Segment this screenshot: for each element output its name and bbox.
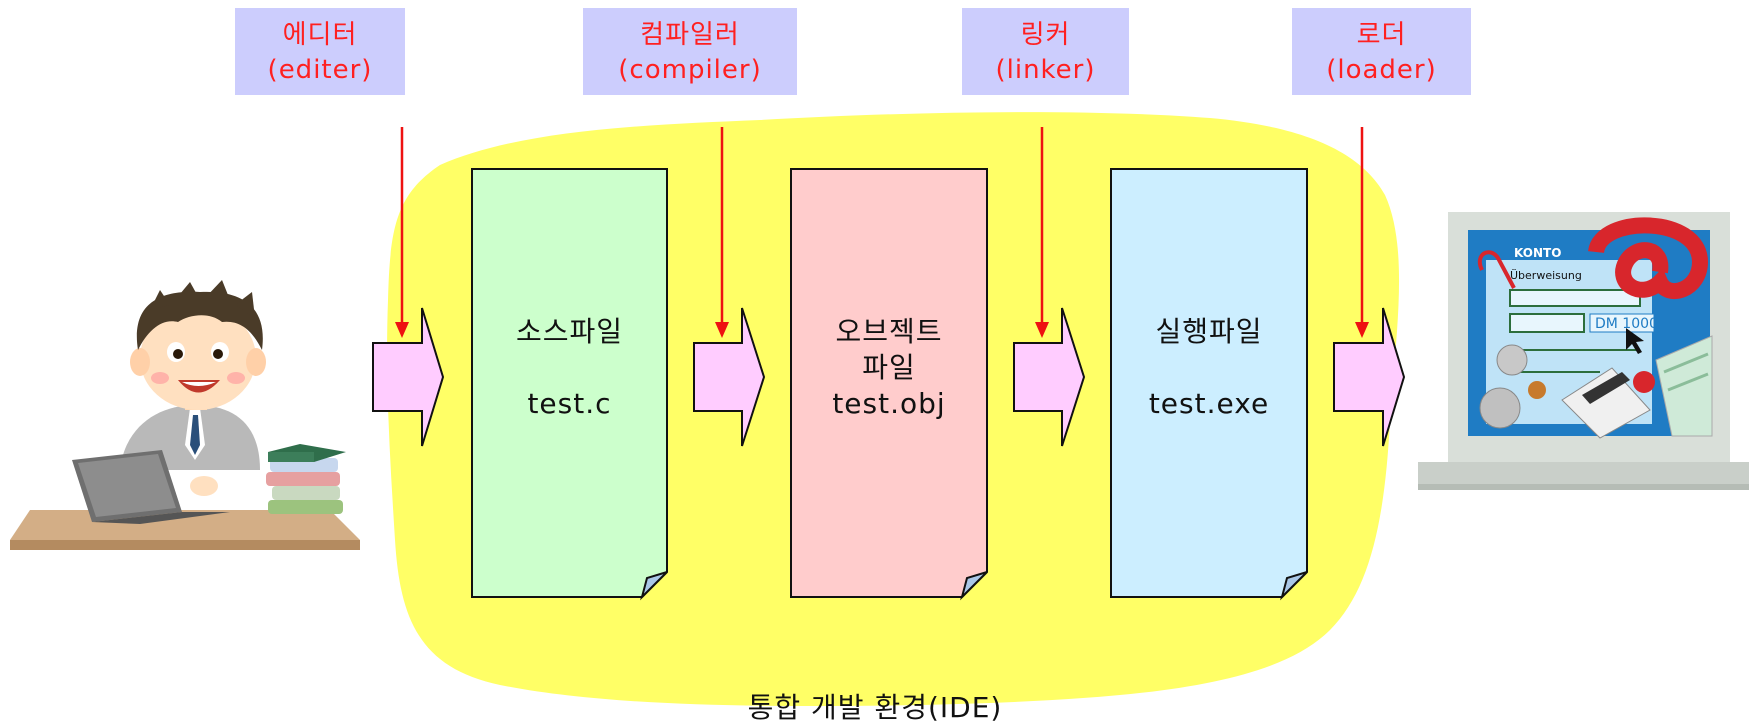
programmer-illustration <box>10 280 360 550</box>
tool-label-editor: 에디터 (editer) <box>235 8 405 95</box>
tool-label-compiler-en: (compiler) <box>618 55 762 85</box>
source-file-subtitle <box>472 350 667 386</box>
tool-label-linker-ko: 링커 <box>1020 20 1071 50</box>
compiler-pointer-arrow <box>715 127 729 338</box>
credit-card-icon <box>1561 367 1651 439</box>
executable-file-title: 실행파일 <box>1155 315 1263 348</box>
computer-illustration: KONTO Überweisung DM 1000 <box>1418 212 1749 490</box>
amount-text: DM 1000 <box>1595 316 1658 332</box>
pushpin-icon <box>1633 371 1655 393</box>
process-arrow-2 <box>693 307 766 447</box>
tool-label-loader-en: (loader) <box>1326 55 1437 85</box>
object-file-label: 오브젝트 파일 test.obj <box>791 314 987 422</box>
linker-pointer-arrow <box>1035 127 1049 338</box>
executable-file-label: 실행파일 test.exe <box>1111 314 1307 422</box>
at-sign-icon <box>1588 217 1709 299</box>
book-stack <box>266 444 346 514</box>
process-arrow-1 <box>372 307 445 447</box>
executable-file-name: test.exe <box>1148 387 1270 420</box>
tool-label-linker-en: (linker) <box>995 55 1096 85</box>
tool-label-editor-en: (editer) <box>267 55 373 85</box>
source-file-name: test.c <box>527 387 612 420</box>
mouse-cursor-icon <box>1626 328 1644 354</box>
object-file-subtitle: 파일 <box>862 351 916 384</box>
editor-pointer-arrow <box>395 127 409 338</box>
transfer-form-title: Überweisung <box>1510 269 1582 282</box>
object-file-title: 오브젝트 <box>835 315 943 348</box>
source-file-label: 소스파일 test.c <box>472 314 667 422</box>
process-arrow-4 <box>1333 307 1406 447</box>
tool-label-loader-ko: 로더 <box>1356 20 1407 50</box>
tool-label-loader: 로더 (loader) <box>1292 8 1471 95</box>
tool-label-linker: 링커 (linker) <box>962 8 1129 95</box>
source-file-document <box>471 168 668 601</box>
loader-pointer-arrow <box>1355 127 1369 338</box>
coin-icon <box>1479 387 1521 429</box>
ide-caption: 통합 개발 환경(IDE) <box>747 691 1003 724</box>
tool-label-editor-ko: 에디터 <box>282 20 358 50</box>
process-arrow-3 <box>1013 307 1086 447</box>
executable-file-document <box>1110 168 1308 601</box>
tool-label-compiler-ko: 컴파일러 <box>640 20 740 50</box>
object-file-document <box>790 168 988 601</box>
source-file-title: 소스파일 <box>515 315 624 348</box>
object-file-name: test.obj <box>832 387 946 420</box>
executable-file-subtitle <box>1111 350 1307 386</box>
konto-header: KONTO <box>1514 246 1561 260</box>
paperclip-icon <box>1478 250 1516 289</box>
tool-label-compiler: 컴파일러 (compiler) <box>583 8 797 95</box>
